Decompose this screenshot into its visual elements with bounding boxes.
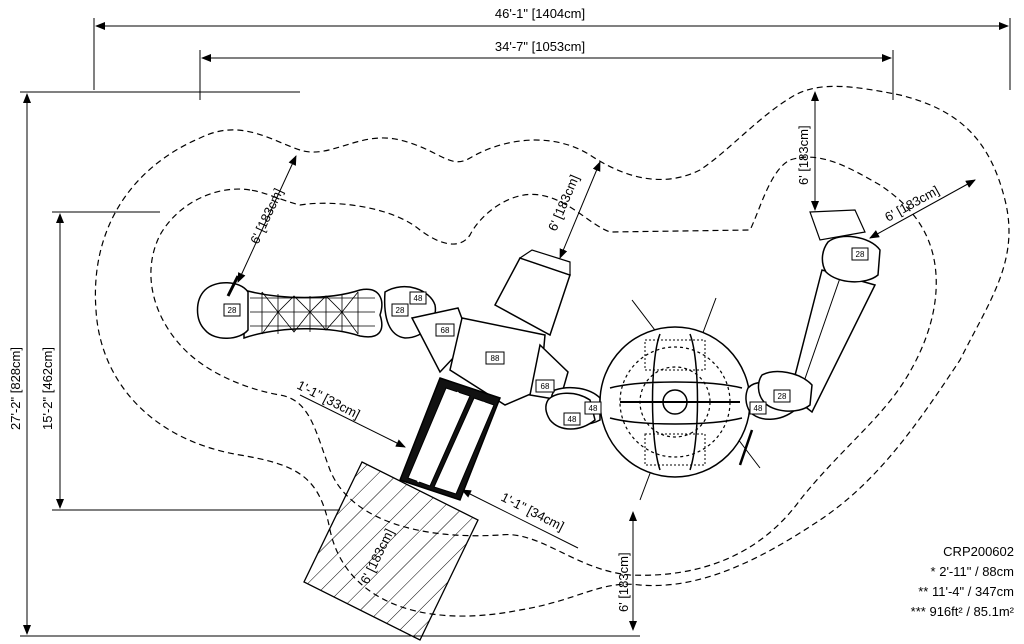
clearance-top-right-label: 6' [183cm] [796, 125, 811, 185]
svg-text:68: 68 [441, 326, 450, 335]
inner-safety-zone [150, 156, 937, 576]
legend: CRP200602 * 2'-11" / 88cm ** 11'-4" / 34… [911, 542, 1014, 622]
svg-text:48: 48 [414, 294, 423, 303]
height-spec: * 2'-11" / 88cm [930, 564, 1014, 579]
svg-text:48: 48 [568, 415, 577, 424]
slide-offset-b-dimension: 1'-1" [34cm] [461, 489, 579, 549]
inner-depth-label: 15'-2" [462cm] [40, 347, 55, 430]
deck-tag-spinner-left-b: 48 [563, 412, 581, 426]
outer-safety-zone [94, 85, 1010, 617]
deck-tag-center: 88 [485, 351, 505, 365]
ramp-top-deck [821, 235, 881, 283]
clearance-center-label: 6' [183cm] [545, 172, 582, 233]
svg-text:48: 48 [754, 404, 763, 413]
left-end-deck [196, 282, 249, 339]
deck-tag-small-left: 68 [435, 323, 455, 337]
inner-width-dimension: 34'-7" [1053cm] [199, 38, 894, 100]
area-spec: *** 916ft² / 85.1m² [910, 604, 1014, 619]
svg-text:28: 28 [778, 392, 787, 401]
net-bridge [243, 288, 383, 340]
model-number: CRP200602 [943, 544, 1014, 559]
overall-width-label: 46'-1" [1404cm] [495, 6, 585, 21]
inner-width-label: 34'-7" [1053cm] [495, 39, 585, 54]
slide-exit-zone [303, 461, 479, 641]
deck-tag-small-right: 68 [535, 379, 555, 393]
slide-offset-b-label: 1'-1" [34cm] [499, 489, 567, 533]
ramp-rail [799, 277, 841, 394]
length-spec: ** 11'-4" / 347cm [918, 584, 1014, 599]
double-slide [399, 377, 501, 501]
clearance-left-dimension: 6' [183cm] [237, 155, 297, 283]
overall-depth-dimension: 27'-2" [828cm] [8, 91, 640, 637]
left-end-rail [226, 275, 240, 297]
deck-tag-bridge-right-48: 48 [409, 291, 427, 305]
tower-roof [809, 209, 866, 241]
svg-text:68: 68 [541, 382, 550, 391]
svg-text:28: 28 [228, 306, 237, 315]
upper-roof [518, 249, 571, 276]
clearance-bottom-label: 6' [183cm] [616, 552, 631, 612]
spinner-left-deck [545, 392, 596, 430]
net-dome [599, 297, 770, 501]
overall-width-dimension: 46'-1" [1404cm] [93, 5, 1011, 90]
clearance-bottom-dimension: 6' [183cm] [616, 511, 637, 631]
inner-depth-dimension: 15'-2" [462cm] [40, 211, 340, 511]
deck-tag-ramp-top: 28 [851, 247, 869, 261]
clearance-top-right-dimension: 6' [183cm] [796, 91, 819, 211]
deck-tag-spinner-right: 48 [749, 401, 767, 415]
svg-text:88: 88 [491, 354, 500, 363]
deck-tag-spinner-left-a: 48 [584, 401, 602, 415]
clearance-left-label: 6' [183cm] [247, 186, 286, 246]
svg-text:28: 28 [856, 250, 865, 259]
slide-offset-a-dimension: 1'-1" [33cm] [295, 377, 406, 448]
deck-tag-left-end: 28 [223, 303, 241, 317]
deck-tag-bridge-right: 28 [391, 303, 409, 317]
clearance-center-dimension: 6' [183cm] [545, 161, 601, 259]
slide-offset-a-label: 1'-1" [33cm] [295, 377, 363, 421]
deck-tag-ramp-bottom: 28 [773, 389, 791, 403]
svg-text:28: 28 [396, 306, 405, 315]
overall-depth-label: 27'-2" [828cm] [8, 347, 23, 430]
svg-text:48: 48 [589, 404, 598, 413]
rail-right [738, 429, 754, 466]
